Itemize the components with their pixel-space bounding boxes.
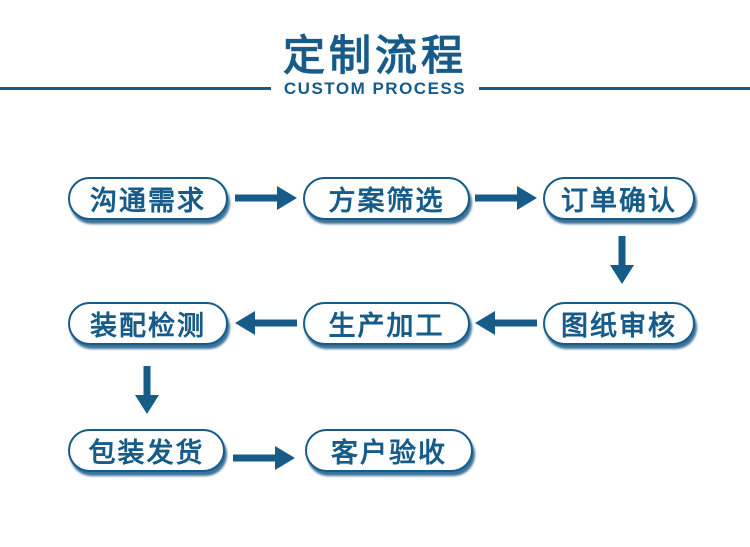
step-label: 生产加工 — [328, 311, 445, 341]
step-label: 包装发货 — [88, 438, 205, 468]
step-label: 方案筛选 — [328, 186, 445, 216]
arrow-left-icon — [235, 311, 297, 335]
step-drawing-review: 图纸审核 — [543, 302, 695, 345]
arrow-down-icon — [135, 366, 159, 414]
step-label: 装配检测 — [90, 311, 206, 341]
step-label: 订单确认 — [561, 186, 677, 216]
arrow-right-icon — [235, 186, 297, 210]
step-production-processing: 生产加工 — [303, 302, 470, 345]
step-plan-screening: 方案筛选 — [303, 177, 470, 220]
page-title: 定制流程 — [282, 32, 467, 79]
step-label: 客户验收 — [331, 438, 447, 468]
step-order-confirmation: 订单确认 — [543, 177, 695, 220]
step-assembly-inspection: 装配检测 — [68, 302, 228, 345]
step-label: 图纸审核 — [561, 311, 677, 341]
arrow-right-icon — [475, 186, 537, 210]
arrow-right-icon — [233, 446, 295, 470]
step-packaging-shipping: 包装发货 — [68, 429, 225, 472]
divider-line-right — [479, 87, 750, 90]
step-customer-acceptance: 客户验收 — [305, 429, 473, 472]
step-communicate-needs: 沟通需求 — [68, 177, 228, 220]
arrow-left-icon — [475, 311, 537, 335]
page-subtitle: CUSTOM PROCESS — [283, 78, 467, 98]
subtitle-row: CUSTOM PROCESS — [0, 78, 750, 99]
step-label: 沟通需求 — [90, 186, 206, 216]
arrow-down-icon — [610, 236, 634, 284]
divider-line-left — [0, 87, 271, 90]
